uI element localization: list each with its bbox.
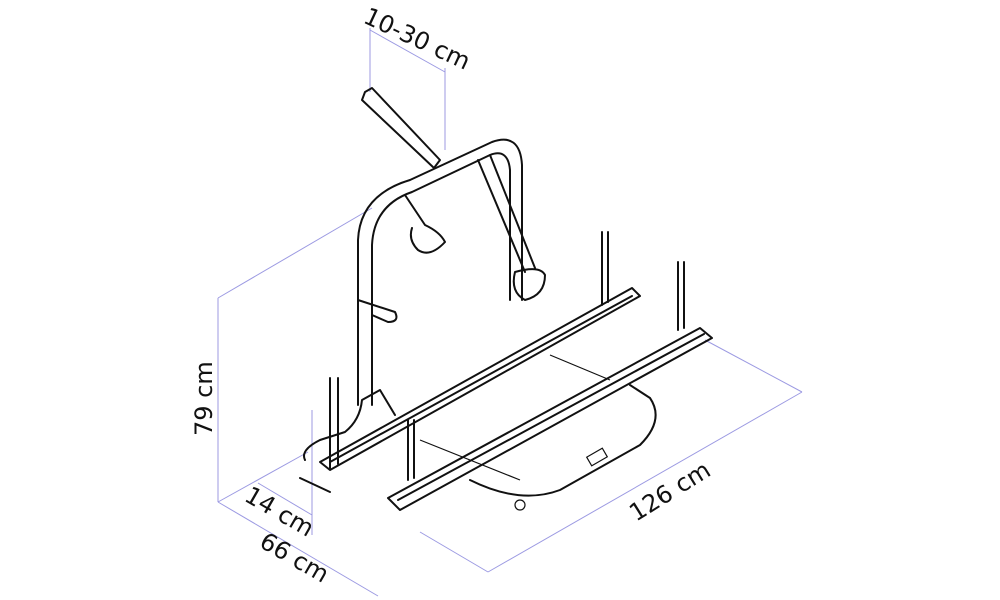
dim-79-lines [217,207,373,502]
dimension-lines [217,28,803,597]
mount-bracket [299,389,396,493]
post-1 [329,377,339,469]
label-height: 79 cm [190,361,218,436]
cross-bar [419,354,611,481]
arm-strut [477,154,536,273]
label-arm-adjust: 10-30 cm [359,2,474,76]
bottom-frame [469,384,657,497]
dim-14-lines [257,410,313,535]
label-width: 126 cm [624,456,715,527]
frame-arch-inner [371,152,511,406]
post-3 [601,231,609,306]
rail-rear [387,327,713,511]
rack-outline [299,87,713,511]
frame-arch [357,138,523,406]
foot [514,499,526,511]
dim-10-30-lines [369,28,446,150]
dim-66-lines [217,451,379,597]
side-hook [357,299,398,323]
post-2 [407,419,415,481]
dim-126-lines [419,339,803,573]
license-plate-light [585,447,609,467]
rail-front [319,287,641,471]
wheel-clamp-1 [404,194,446,254]
post-4 [677,261,685,331]
bike-arm [361,87,441,169]
wheel-clamp-2 [512,268,546,301]
